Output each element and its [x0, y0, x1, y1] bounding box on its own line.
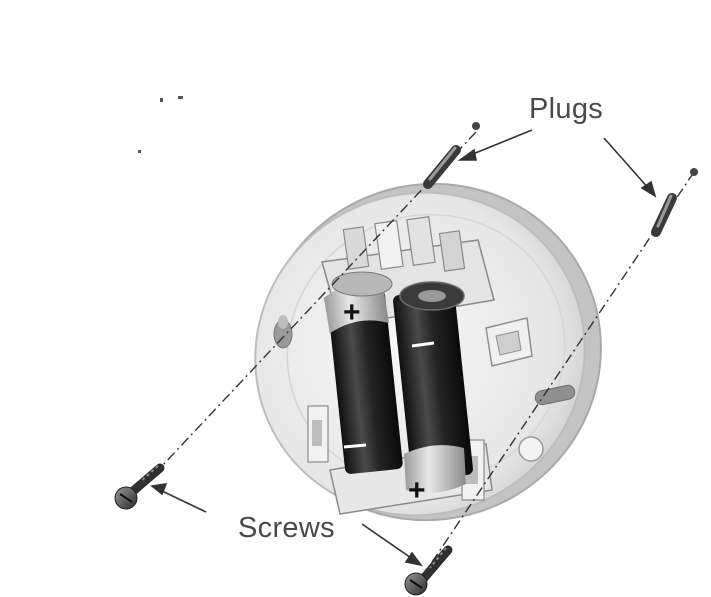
terminal-block [485, 317, 533, 367]
battery-right [393, 281, 473, 493]
scan-marks [138, 96, 183, 153]
alignment-lines [129, 131, 695, 581]
mounting-slot-right [518, 384, 576, 462]
battery-left-positive-symbol: + [343, 296, 361, 329]
screw-left [114, 463, 165, 510]
wall-plug-right [651, 168, 698, 237]
screw-right [404, 545, 453, 596]
screws-label: Screws [238, 512, 335, 544]
battery-right-positive-symbol: + [408, 474, 426, 507]
battery-left [323, 271, 403, 474]
plugs-label: Plugs [529, 93, 604, 125]
keyhole-slot-left [273, 315, 293, 349]
wall-plug-left [423, 122, 480, 189]
leader-arrows [150, 129, 657, 567]
